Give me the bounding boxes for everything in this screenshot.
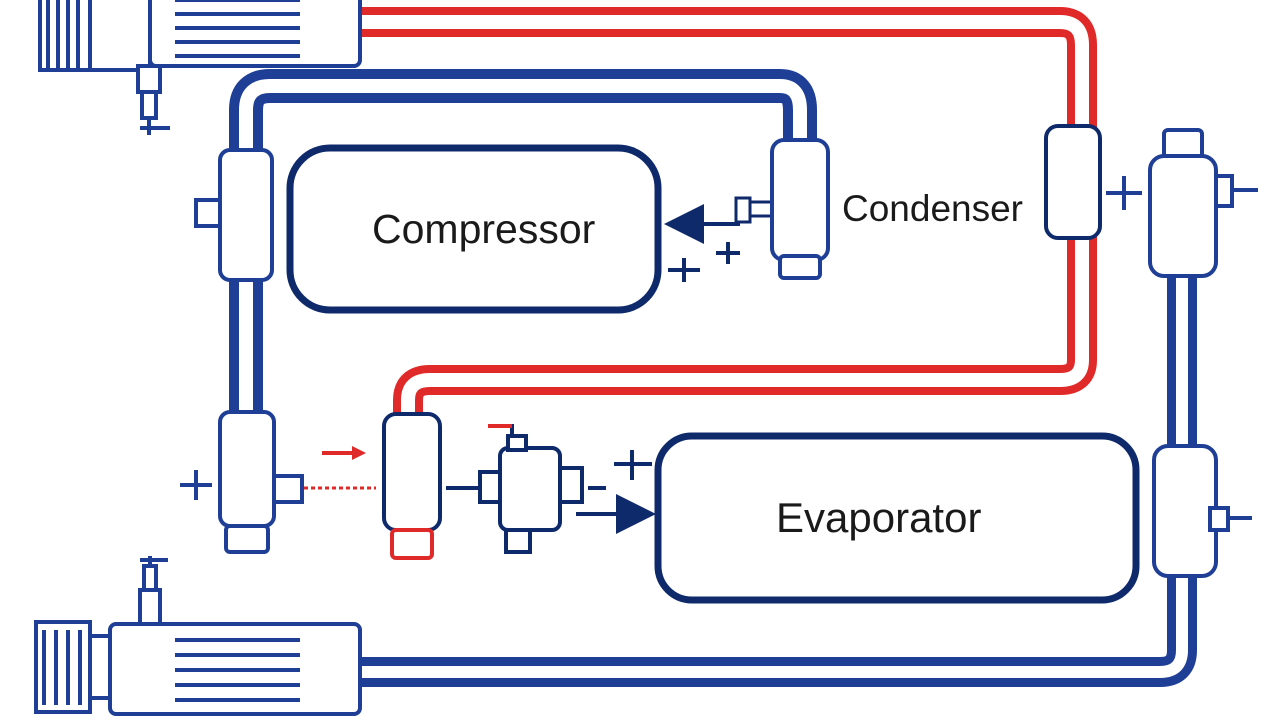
- evaporator-coupling: [1152, 444, 1252, 578]
- condenser-coupling: [1044, 124, 1102, 240]
- hot-refrigerant-line: [345, 7, 1097, 555]
- return-line-lower: [360, 150, 1197, 687]
- pump-motor-icon: [34, 556, 362, 716]
- plus-sign: [1106, 176, 1142, 210]
- compressor-coupling: [194, 148, 274, 282]
- compressor-label: Compressor: [372, 206, 596, 252]
- pump-motor-icon: [38, 0, 362, 135]
- condenser-coupling: [770, 138, 830, 280]
- valve-icon: [446, 424, 584, 554]
- condenser-label: Condenser: [842, 188, 1024, 229]
- evaporator-label: Evaporator: [776, 494, 982, 541]
- expansion-coupling-cap: [390, 528, 434, 560]
- fitting-icon: [734, 196, 778, 224]
- plus-sign: [716, 242, 740, 264]
- compressor-unit: [286, 144, 662, 314]
- suction-coupling: [218, 410, 304, 554]
- evaporator-unit: [654, 432, 1140, 604]
- plus-sign: [180, 470, 212, 500]
- flow-arrow: [304, 446, 376, 490]
- suction-line-upper: [229, 69, 817, 540]
- expansion-coupling: [382, 412, 442, 532]
- plus-sign: [614, 450, 652, 480]
- plus-sign: [668, 258, 700, 282]
- evaporator-coupling: [1148, 128, 1258, 278]
